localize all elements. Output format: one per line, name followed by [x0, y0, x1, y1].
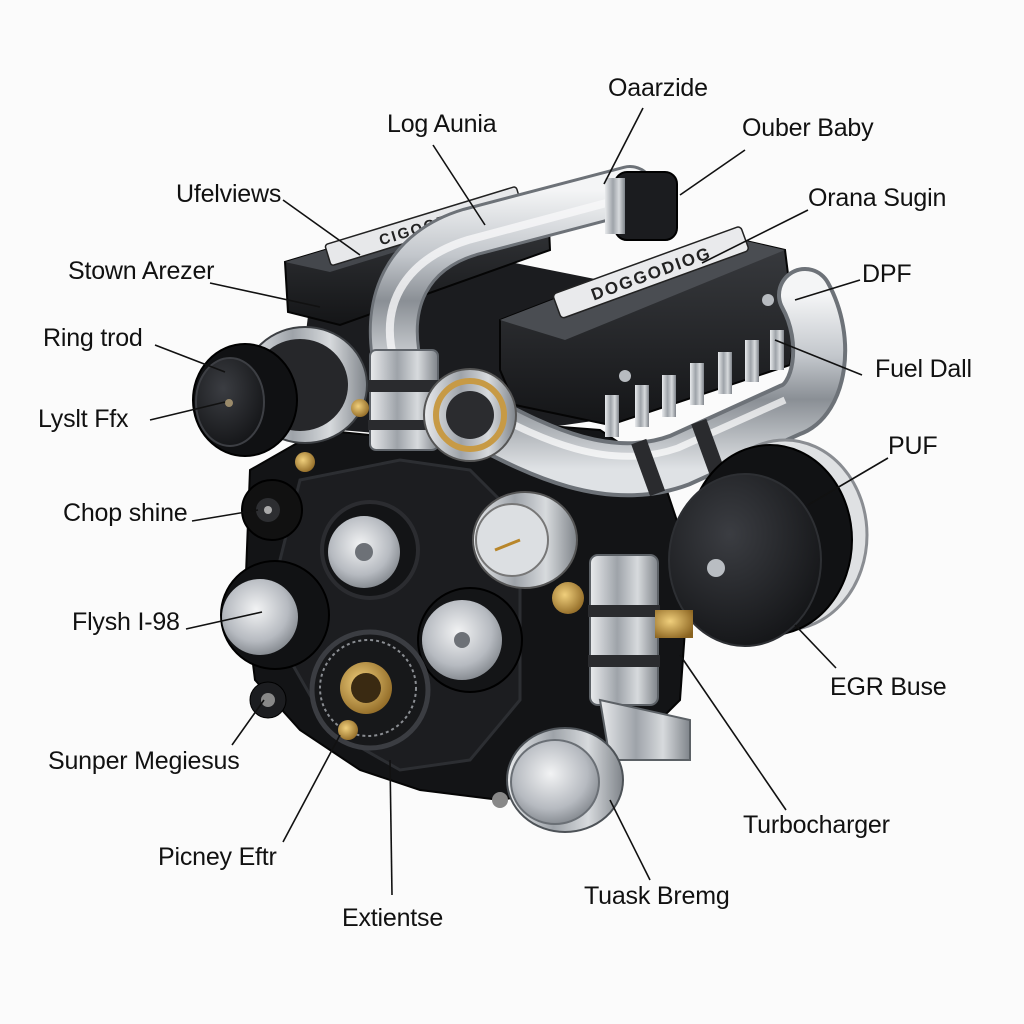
label-puf: PUF: [888, 432, 938, 460]
label-orana-sugin: Orana Sugin: [808, 184, 947, 212]
leader-sunper: [231, 699, 265, 746]
injector-row: [605, 330, 784, 437]
leader-picney: [282, 734, 341, 843]
label-ring-trod: Ring trod: [43, 324, 143, 352]
label-dpf: DPF: [862, 260, 912, 288]
air-inlet-left: [192, 326, 369, 472]
label-turbocharger: Turbocharger: [743, 811, 890, 839]
label-oaarzide: Oaarzide: [608, 74, 708, 102]
leader-egr-buse: [794, 624, 837, 669]
leader-ufelviews: [282, 199, 361, 256]
leader-flysh: [185, 611, 263, 630]
label-stown-arezer: Stown Arezer: [68, 257, 215, 285]
leader-chop-shine: [191, 509, 259, 522]
intake-pipe: [368, 165, 678, 451]
leader-ouber-baby: [679, 149, 746, 196]
leader-extientse: [389, 759, 393, 896]
label-chop-shine: Chop shine: [63, 499, 188, 527]
charge-pipe: [423, 267, 848, 498]
leader-puf: [807, 457, 889, 506]
label-fuel-dall: Fuel Dall: [875, 355, 972, 383]
leader-oaarzide: [603, 107, 644, 185]
label-ouber-baby: Ouber Baby: [742, 114, 874, 142]
right-big-pulley: [668, 438, 869, 647]
leader-log-aunia: [432, 144, 486, 226]
leader-lyslt-ffx: [149, 401, 226, 421]
leader-lines: [149, 107, 889, 896]
leader-fuel-dall: [774, 339, 863, 376]
label-flysh: Flysh I-98: [72, 608, 180, 636]
label-ufelviews: Ufelviews: [176, 180, 282, 208]
leader-orana-sugin: [701, 209, 809, 264]
label-tuask-bremg: Tuask Bremg: [584, 882, 730, 910]
leader-stown-arezer: [209, 282, 321, 308]
leader-turbocharger: [679, 654, 787, 811]
leader-tuask: [609, 799, 651, 881]
label-egr-buse: EGR Buse: [830, 673, 947, 701]
leader-dpf: [794, 279, 861, 301]
label-extientse: Extientse: [342, 904, 444, 932]
label-picney-eftr: Picney Eftr: [158, 843, 277, 871]
pulleys: [220, 479, 584, 751]
label-sunper-megiesus: Sunper Megiesus: [48, 747, 240, 775]
label-lyslt-ffx: Lyslt Ffx: [38, 405, 129, 433]
leader-ring-trod: [154, 344, 226, 373]
turbo-downpipe: [492, 554, 693, 833]
label-log-aunia: Log Aunia: [387, 110, 497, 138]
